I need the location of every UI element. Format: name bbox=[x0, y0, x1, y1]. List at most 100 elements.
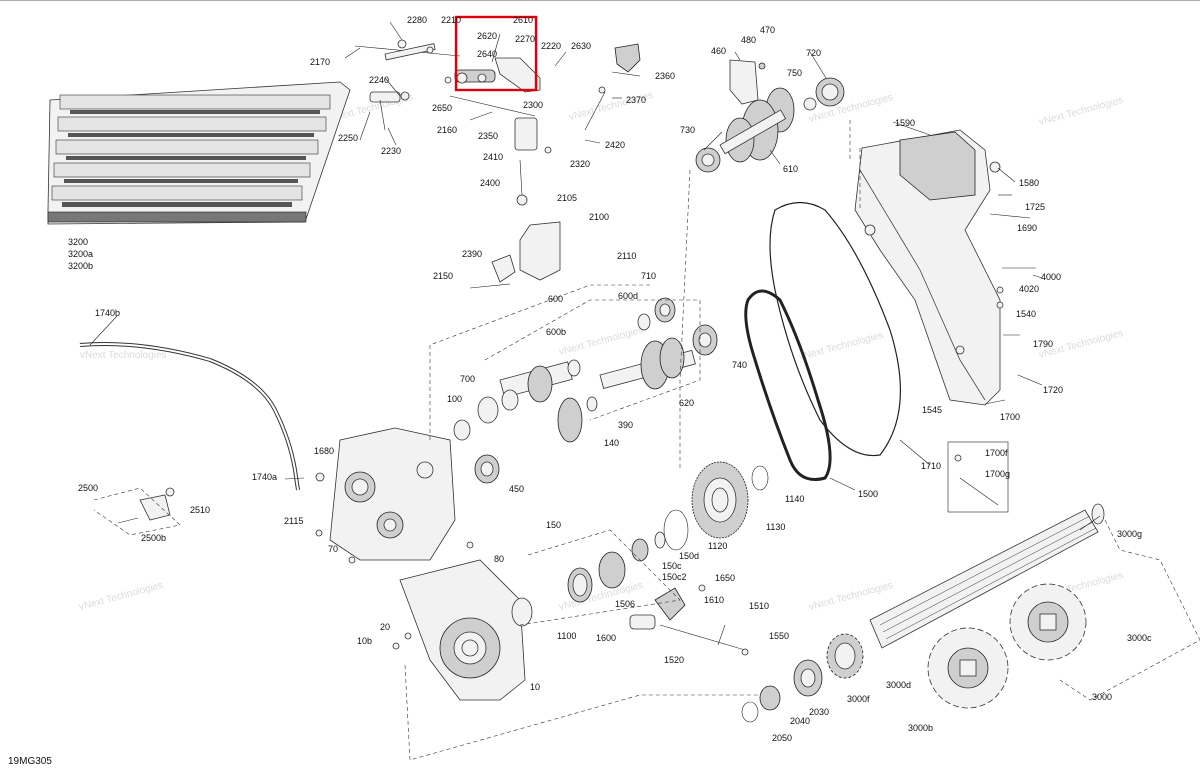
part-label[interactable]: 2280 bbox=[407, 15, 427, 25]
part-label[interactable]: 2230 bbox=[381, 146, 401, 156]
part-label[interactable]: 4000 bbox=[1041, 272, 1061, 282]
part-label[interactable]: 70 bbox=[328, 544, 338, 554]
part-label[interactable]: 100 bbox=[447, 394, 462, 404]
part-label[interactable]: 1740a bbox=[252, 472, 277, 482]
part-label[interactable]: 2210 bbox=[441, 15, 461, 25]
part-label[interactable]: 2170 bbox=[310, 57, 330, 67]
part-label[interactable]: 3000b bbox=[908, 723, 933, 733]
part-label[interactable]: 730 bbox=[680, 125, 695, 135]
part-label[interactable]: 1740b bbox=[95, 308, 120, 318]
part-label[interactable]: 3200 bbox=[68, 237, 88, 247]
gear-cluster-top[interactable] bbox=[695, 59, 845, 173]
sprocket-inner[interactable] bbox=[927, 627, 1009, 709]
shift-linkage[interactable] bbox=[354, 39, 641, 289]
part-label[interactable]: 2420 bbox=[605, 140, 625, 150]
part-label[interactable]: 150d bbox=[679, 551, 699, 561]
part-label[interactable]: 470 bbox=[760, 25, 775, 35]
part-label[interactable]: 2650 bbox=[432, 103, 452, 113]
bearing-set-150[interactable] bbox=[511, 531, 666, 627]
output-shaft-assembly[interactable] bbox=[474, 324, 718, 484]
part-label[interactable]: 3000c bbox=[1127, 633, 1152, 643]
chaincase-cover[interactable] bbox=[854, 129, 1001, 406]
part-label[interactable]: 390 bbox=[618, 420, 633, 430]
vent-tube-1700g[interactable] bbox=[954, 454, 999, 506]
part-label[interactable]: 600b bbox=[546, 327, 566, 337]
part-label[interactable]: 2240 bbox=[369, 75, 389, 85]
part-label[interactable]: 2220 bbox=[541, 41, 561, 51]
part-label[interactable]: 3000 bbox=[1092, 692, 1112, 702]
part-label[interactable]: 2390 bbox=[462, 249, 482, 259]
part-label[interactable]: 2100 bbox=[589, 212, 609, 222]
part-label[interactable]: 150c2 bbox=[662, 572, 687, 582]
part-label[interactable]: 2030 bbox=[809, 707, 829, 717]
part-label[interactable]: 2610 bbox=[513, 15, 533, 25]
part-label[interactable]: 710 bbox=[641, 271, 656, 281]
part-label[interactable]: 1130 bbox=[766, 522, 785, 532]
part-label[interactable]: 2250 bbox=[338, 133, 358, 143]
part-label[interactable]: 2110 bbox=[617, 251, 636, 261]
part-label[interactable]: 1720 bbox=[1043, 385, 1063, 395]
part-label[interactable]: 1120 bbox=[708, 541, 727, 551]
part-label[interactable]: 1140 bbox=[785, 494, 804, 504]
part-label[interactable]: 2500b bbox=[141, 533, 166, 543]
part-label[interactable]: 10b bbox=[357, 636, 372, 646]
part-label[interactable]: 3000f bbox=[847, 694, 870, 704]
part-label[interactable]: 3200b bbox=[68, 261, 93, 271]
part-label[interactable]: 1600 bbox=[596, 633, 616, 643]
part-label[interactable]: 460 bbox=[711, 46, 726, 56]
drive-shaft[interactable] bbox=[869, 503, 1105, 649]
shift-fork-assembly[interactable] bbox=[629, 584, 749, 656]
part-label[interactable]: 2630 bbox=[571, 41, 591, 51]
part-label[interactable]: 140 bbox=[604, 438, 619, 448]
part-label[interactable]: 2500 bbox=[78, 483, 98, 493]
part-label[interactable]: 720 bbox=[806, 48, 821, 58]
part-label[interactable]: 610 bbox=[783, 164, 798, 174]
driven-gear[interactable] bbox=[663, 461, 769, 551]
part-label[interactable]: 2510 bbox=[190, 505, 210, 515]
part-label[interactable]: 2400 bbox=[480, 178, 500, 188]
part-label[interactable]: 2115 bbox=[284, 516, 303, 526]
part-label[interactable]: 1510 bbox=[749, 601, 769, 611]
transmission-case[interactable] bbox=[329, 427, 526, 701]
part-label[interactable]: 2350 bbox=[478, 131, 498, 141]
part-label[interactable]: 80 bbox=[494, 554, 504, 564]
part-label[interactable]: 1550 bbox=[769, 631, 789, 641]
part-label[interactable]: 600d bbox=[618, 291, 638, 301]
part-label[interactable]: 1690 bbox=[1017, 223, 1037, 233]
part-label[interactable]: 1545 bbox=[922, 405, 942, 415]
case-bolts[interactable] bbox=[315, 529, 474, 650]
part-label[interactable]: 2270 bbox=[515, 34, 535, 44]
part-label[interactable]: 1680 bbox=[314, 446, 334, 456]
part-label[interactable]: 1700f bbox=[985, 448, 1008, 458]
part-label[interactable]: 3000d bbox=[886, 680, 911, 690]
drive-belt[interactable] bbox=[744, 201, 902, 481]
part-label[interactable]: 600 bbox=[548, 294, 563, 304]
part-label[interactable]: 3000g bbox=[1117, 529, 1142, 539]
part-label[interactable]: 10 bbox=[530, 682, 540, 692]
part-label[interactable]: 20 bbox=[380, 622, 390, 632]
part-label[interactable]: 1650 bbox=[715, 573, 735, 583]
part-label[interactable]: 2370 bbox=[626, 95, 646, 105]
part-label[interactable]: 1580 bbox=[1019, 178, 1039, 188]
sprocket-outer[interactable] bbox=[1009, 583, 1087, 661]
part-label[interactable]: 620 bbox=[679, 398, 694, 408]
part-label[interactable]: 2360 bbox=[655, 71, 675, 81]
part-label[interactable]: 450 bbox=[509, 484, 524, 494]
part-label[interactable]: 750 bbox=[787, 68, 802, 78]
part-label[interactable]: 480 bbox=[741, 35, 756, 45]
part-label[interactable]: 1500 bbox=[858, 489, 878, 499]
part-label[interactable]: 1610 bbox=[704, 595, 724, 605]
part-label[interactable]: 2640 bbox=[477, 49, 497, 59]
part-label[interactable]: 1590 bbox=[895, 118, 915, 128]
part-label[interactable]: 2040 bbox=[790, 716, 810, 726]
vent-hose[interactable] bbox=[79, 342, 325, 491]
part-label[interactable]: 150 bbox=[546, 520, 561, 530]
part-label[interactable]: 3200a bbox=[68, 249, 93, 259]
part-label[interactable]: 150c bbox=[662, 561, 682, 571]
part-label[interactable]: 2410 bbox=[483, 152, 503, 162]
part-label[interactable]: 1710 bbox=[921, 461, 941, 471]
track-assembly[interactable] bbox=[47, 81, 351, 225]
part-label[interactable]: 1540 bbox=[1016, 309, 1036, 319]
part-label[interactable]: 2320 bbox=[570, 159, 590, 169]
part-label[interactable]: 2105 bbox=[557, 193, 577, 203]
